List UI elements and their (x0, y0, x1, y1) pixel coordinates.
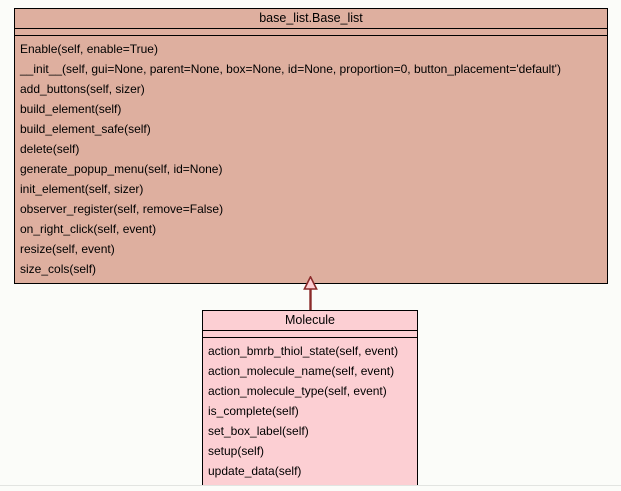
uml-method-row: setup(self) (208, 444, 265, 458)
uml-method-row: size_cols(self) (20, 262, 97, 276)
uml-class-title-molecule: Molecule (203, 311, 417, 331)
uml-method-row: __init__(self, gui=None, parent=None, bo… (20, 62, 561, 76)
uml-method-row: action_molecule_type(self, event) (208, 384, 387, 398)
uml-method-row: update_data(self) (208, 464, 302, 478)
uml-method-row: set_box_label(self) (208, 424, 309, 438)
uml-class-title-base-list: base_list.Base_list (15, 9, 607, 29)
uml-method-row: is_complete(self) (208, 404, 299, 418)
uml-method-row: Enable(self, enable=True) (20, 42, 158, 56)
uml-method-row: build_element_safe(self) (20, 122, 151, 136)
uml-method-row: build_element(self) (20, 102, 122, 116)
generalization-arrow-icon (303, 276, 318, 310)
uml-method-row: action_bmrb_thiol_state(self, event) (208, 344, 399, 358)
uml-method-row: add_buttons(self, sizer) (20, 82, 145, 96)
uml-method-row: init_element(self, sizer) (20, 182, 144, 196)
uml-methods-compartment-molecule: action_bmrb_thiol_state(self, event) act… (203, 338, 417, 485)
uml-attributes-compartment-base-list (15, 29, 607, 36)
uml-class-base-list[interactable]: base_list.Base_list Enable(self, enable=… (14, 8, 608, 284)
uml-method-row: resize(self, event) (20, 242, 115, 256)
uml-method-row: on_right_click(self, event) (20, 222, 157, 236)
uml-class-molecule[interactable]: Molecule action_bmrb_thiol_state(self, e… (202, 310, 418, 486)
uml-method-row: delete(self) (20, 142, 80, 156)
bottom-separator-rule (0, 485, 621, 486)
uml-method-row: action_molecule_name(self, event) (208, 364, 395, 378)
uml-method-row: observer_register(self, remove=False) (20, 202, 224, 216)
uml-method-row: generate_popup_menu(self, id=None) (20, 162, 223, 176)
uml-attributes-compartment-molecule (203, 331, 417, 338)
uml-methods-compartment-base-list: Enable(self, enable=True) __init__(self,… (15, 36, 607, 283)
